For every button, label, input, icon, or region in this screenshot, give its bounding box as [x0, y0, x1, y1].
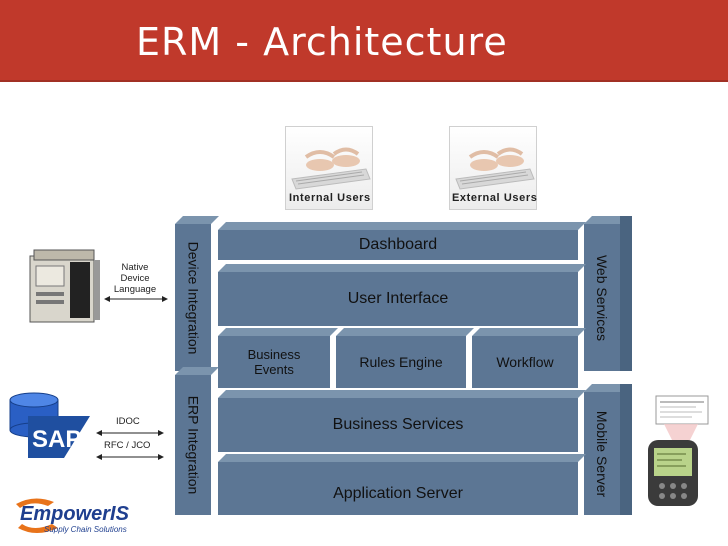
workflow-block: Workflow: [472, 336, 578, 388]
user-interface-top: [218, 264, 586, 272]
workflow-label: Workflow: [496, 354, 554, 370]
business-services-label: Business Services: [332, 416, 464, 433]
empoweris-logo: EmpowerIS Supply Chain Solutions: [14, 494, 144, 543]
rfc-jco-arrow: [96, 454, 164, 460]
device-integration-column: Device Integration: [175, 224, 211, 371]
web-services-column: Web Services: [584, 224, 620, 371]
application-server-top: [218, 454, 586, 462]
empoweris-logo-mark: EmpowerIS Supply Chain Solutions: [16, 498, 130, 534]
rules-engine-block: Rules Engine: [336, 336, 466, 388]
title-bar: ERM - Architecture: [0, 0, 728, 82]
native-device-arrow: [104, 296, 168, 302]
web-services-side: [620, 216, 632, 371]
dashboard-block: Dashboard: [218, 230, 578, 260]
business-events-block: Business Events: [218, 336, 330, 388]
rfc-jco-label: RFC / JCO: [104, 440, 151, 451]
business-events-label: Business Events: [247, 347, 301, 377]
application-server-label: Application Server: [333, 484, 463, 502]
brand-tagline: Supply Chain Solutions: [44, 525, 127, 534]
erp-integration-label: ERP Integration: [185, 395, 201, 495]
dashboard-label: Dashboard: [358, 236, 438, 253]
rules-engine-label: Rules Engine: [359, 354, 443, 370]
native-device-language-label: Native Device Language: [112, 262, 158, 295]
slide-title: ERM - Architecture: [136, 20, 508, 64]
internal-users-photo: [285, 126, 373, 210]
mobile-server-side: [620, 384, 632, 515]
internal-users-label: Internal Users: [289, 192, 371, 204]
keyboard-hands-icon: [291, 147, 371, 190]
erp-integration-top: [175, 367, 219, 375]
user-interface-label: User Interface: [347, 290, 449, 307]
workflow-top: [472, 328, 586, 336]
label-line-2: Device: [120, 273, 150, 284]
mobile-server-column: Mobile Server: [584, 392, 620, 515]
sap-logo: SAP: [28, 416, 90, 458]
user-interface-block: User Interface: [218, 272, 578, 326]
keyboard-hands-icon: [455, 147, 535, 190]
sap-logo-text: SAP: [32, 426, 81, 453]
idoc-arrow: [96, 430, 164, 436]
device-integration-top: [175, 216, 219, 224]
printer-icon: [29, 249, 100, 323]
business-events-top: [218, 328, 338, 336]
dashboard-top: [218, 222, 586, 230]
brand-name: EmpowerIS: [20, 503, 130, 525]
rules-engine-top: [336, 328, 474, 336]
handheld-scanner-icon: [648, 395, 709, 506]
label-line-3: Language: [113, 284, 157, 295]
mobile-server-label: Mobile Server: [594, 410, 610, 497]
device-integration-label: Device Integration: [185, 241, 201, 354]
erp-integration-column: ERP Integration: [175, 375, 211, 515]
label-line-1: Native: [121, 262, 149, 273]
business-services-block: Business Services: [218, 398, 578, 452]
business-services-top: [218, 390, 586, 398]
application-server-block: Application Server: [218, 462, 578, 515]
web-services-label: Web Services: [594, 254, 611, 341]
idoc-label: IDOC: [116, 416, 140, 427]
external-users-label: External Users: [452, 192, 538, 204]
title-divider: [0, 80, 728, 82]
external-users-photo: [449, 126, 537, 210]
